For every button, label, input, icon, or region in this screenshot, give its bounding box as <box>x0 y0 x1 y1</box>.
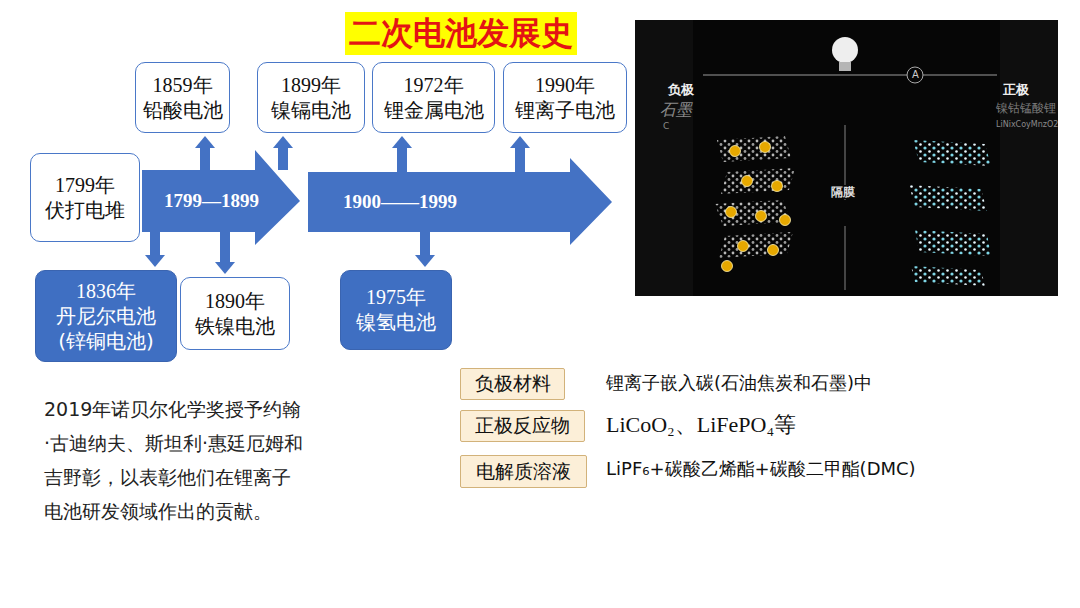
arrow-shaft <box>220 232 230 262</box>
year-box: 1990年锂离子电池 <box>503 62 627 133</box>
year-box: 1859年铅酸电池 <box>135 62 230 133</box>
arrow-head <box>195 136 215 148</box>
cathode-layers <box>909 140 991 286</box>
arrow-shaft <box>278 148 288 170</box>
arrow-head <box>215 262 235 274</box>
node-body: 伏打电堆 <box>45 198 125 223</box>
side-panel <box>635 20 693 296</box>
formula-label: C <box>663 121 669 132</box>
node-heading: 1975年 <box>366 285 426 310</box>
side-panel <box>1000 20 1058 296</box>
node-heading: 负极材料 <box>475 372 551 396</box>
node-heading: 1799年 <box>55 173 115 198</box>
ammeter-symbol <box>907 67 923 83</box>
arrow-head <box>273 136 293 148</box>
node-body: 锂离子电池 <box>515 98 615 123</box>
node-body: 铁镍电池 <box>195 314 275 339</box>
term-description: LiPF₆+碳酸乙烯酯+碳酸二甲酯(DMC) <box>606 458 916 480</box>
term-tag: 电解质溶液 <box>460 455 587 488</box>
arrow-shaft <box>515 148 525 172</box>
electrode-label: 负极 <box>668 82 694 98</box>
arrow-shaft <box>200 148 210 170</box>
block-arrow <box>510 136 530 172</box>
year-box-filled: 1975年镍氢电池 <box>340 270 452 350</box>
battery-illustration <box>635 20 1058 296</box>
arrow-head <box>145 255 165 267</box>
node-body: 铅酸电池 <box>143 98 223 123</box>
arrow-shaft <box>397 148 407 172</box>
material-label: 镍钴锰酸锂 <box>996 101 1056 115</box>
node-heading: 1859年 <box>153 73 213 98</box>
year-box: 1799年伏打电堆 <box>30 153 140 242</box>
term-tag: 正极反应物 <box>460 410 585 442</box>
term-tag: 负极材料 <box>460 368 565 400</box>
arrow-head <box>510 136 530 148</box>
circuit-wire <box>703 74 997 76</box>
ammeter-label: A <box>911 69 920 81</box>
node-heading: 1990年 <box>535 73 595 98</box>
node-body: 锂金属电池 <box>384 98 484 123</box>
bulb-base <box>839 62 851 71</box>
year-box: 1972年锂金属电池 <box>372 62 495 133</box>
node-body: 镍镉电池 <box>271 98 351 123</box>
era-arrow: 1900——1999 <box>308 172 612 232</box>
block-arrow <box>195 136 215 170</box>
node-heading: 1890年 <box>205 289 265 314</box>
node-heading: 1836年 <box>76 279 136 304</box>
node-heading: 1972年 <box>404 73 464 98</box>
arrow-band-fill <box>308 158 612 245</box>
node-heading: 1900——1999 <box>343 190 457 214</box>
node-body: 镍氢电池 <box>356 310 436 335</box>
diagram-title: 二次电池发展史 <box>345 12 577 55</box>
graphite-layers <box>715 136 795 258</box>
block-arrow <box>273 136 293 170</box>
arrow-shaft <box>420 232 430 255</box>
node-heading: 1799—1899 <box>164 189 259 213</box>
bulb-glass <box>832 37 858 63</box>
block-arrow <box>392 136 412 172</box>
node-heading: 1899年 <box>281 73 341 98</box>
electrode-label: 正极 <box>1003 82 1029 98</box>
block-arrow <box>415 232 435 267</box>
year-box-filled: 1836年丹尼尔电池 (锌铜电池) <box>35 270 177 362</box>
term-description: 锂离子嵌入碳(石油焦炭和石墨)中 <box>606 372 872 394</box>
material-label: 石墨 <box>660 100 692 119</box>
block-arrow <box>215 232 235 274</box>
node-body: 丹尼尔电池 (锌铜电池) <box>42 304 170 354</box>
dark-ground <box>635 20 1058 296</box>
node-heading: 正极反应物 <box>475 414 570 438</box>
era-arrow: 1799—1899 <box>142 170 300 232</box>
separator-line <box>844 226 846 290</box>
arrow-band-fill <box>142 150 300 245</box>
note-paragraph: 2019年诺贝尔化学奖授予约翰·古迪纳夫、斯坦利·惠廷厄姆和吉野彰，以表彰他们在… <box>44 392 306 528</box>
node-heading: 电解质溶液 <box>476 460 571 484</box>
separator-label: 隔膜 <box>830 185 856 199</box>
term-description: LiCoO₂、LiFePO₄等 <box>606 412 796 438</box>
lithium-ions <box>722 142 791 272</box>
year-box: 1890年铁镍电池 <box>180 277 290 350</box>
block-arrow <box>145 232 165 267</box>
arrow-head <box>415 255 435 267</box>
year-box: 1899年镍镉电池 <box>257 62 365 133</box>
formula-label: LiNixCoyMnzO2 <box>996 120 1058 130</box>
arrow-head <box>392 136 412 148</box>
arrow-shaft <box>150 232 160 255</box>
